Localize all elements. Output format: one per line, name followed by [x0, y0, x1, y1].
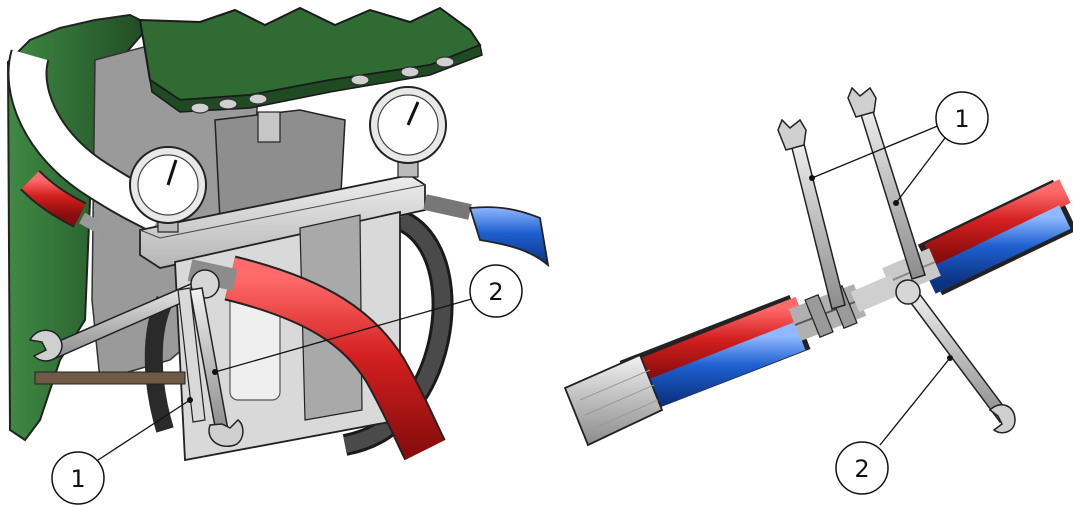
callout-left-2-label: 2	[488, 278, 503, 306]
blue-hose-end	[423, 194, 550, 268]
lid-bolts	[190, 56, 455, 114]
right-illustration: 1 2	[563, 86, 1073, 495]
hose-sleeve	[563, 353, 664, 447]
threaded-rod	[34, 371, 186, 385]
wrench-vertical	[177, 287, 244, 447]
hose-left-lower	[563, 284, 867, 447]
wrench-right-1b	[847, 86, 926, 280]
callout-right-1-label: 1	[954, 105, 969, 133]
lid-edge	[148, 43, 483, 113]
left-illustration: 2 1	[6, 6, 550, 505]
callout-right-2: 2	[835, 355, 953, 495]
black-hose-left	[144, 295, 174, 433]
callout-left-2: 2	[212, 264, 523, 375]
pressure-gauge-right	[369, 86, 447, 178]
callout-right-2-label: 2	[854, 455, 869, 483]
wrench-right-1a	[777, 118, 846, 310]
callout-left-1-label: 1	[70, 465, 85, 493]
wrench-right-2	[895, 279, 1016, 434]
pump-valve	[257, 111, 281, 143]
callout-right-1: 1	[809, 91, 989, 206]
coupling	[850, 274, 900, 313]
callout-left-1: 1	[51, 397, 193, 505]
pressure-gauge-left	[129, 146, 207, 233]
